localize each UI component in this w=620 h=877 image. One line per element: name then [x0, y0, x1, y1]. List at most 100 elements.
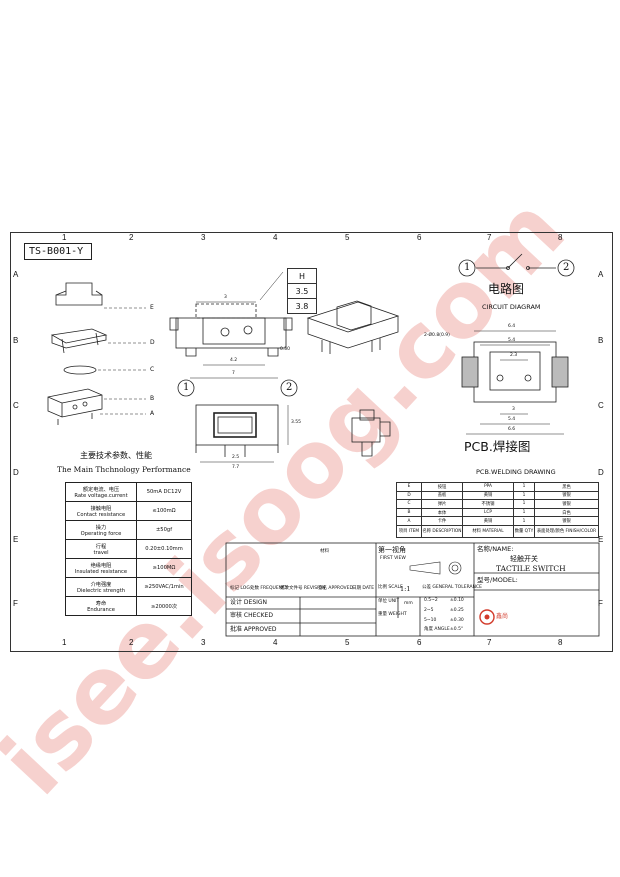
- title-block-frame: [225, 542, 600, 637]
- model-code-box: TS-B001-Y: [24, 243, 92, 260]
- pcb-title-cn: PCB.焊接图: [464, 439, 531, 454]
- company-logo: [479, 609, 495, 625]
- checked-label: 审核 CHECKED: [230, 612, 273, 619]
- circuit-pin-1: 1: [464, 262, 471, 273]
- bom-header: 项目 ITEM 名称 DESCRIPTION 材料 MATERIAL 数量 QT…: [396, 524, 599, 538]
- pcb-dim-66: 6.6: [508, 427, 516, 432]
- bom-finish: 黑色: [534, 482, 599, 492]
- dim-full-w: 7: [232, 371, 235, 376]
- bom-row: E 按钮 PPA 1 黑色: [396, 482, 599, 492]
- dim-top-w: 3: [224, 295, 227, 300]
- grid-row-e-r: E: [598, 535, 604, 544]
- tol-range-4: 角度 ANGLE: [424, 627, 450, 632]
- grid-col-8-b: 8: [558, 638, 563, 647]
- grid-row-d-r: D: [598, 468, 604, 477]
- model-code: TS-B001-Y: [29, 246, 84, 257]
- bom-item: B: [396, 507, 422, 518]
- grid-row-a: A: [13, 270, 19, 279]
- model-label: 型号/MODEL:: [477, 576, 518, 584]
- grid-col-1-b: 1: [62, 638, 67, 647]
- spec-value: 0.20±0.10mm: [136, 539, 192, 559]
- bom-row: B 本体 LCP 1 白色: [396, 507, 599, 518]
- grid-row-c: C: [13, 401, 19, 410]
- design-label: 设计 DESIGN: [230, 599, 268, 606]
- rev-header-log: 标记 LOG: [230, 586, 250, 591]
- logo-text: 鑫尚: [496, 613, 509, 620]
- pcb-dim-54b: 5.4: [508, 417, 516, 422]
- bom-item: D: [396, 490, 422, 501]
- pcb-dim-23: 2.3: [510, 353, 518, 358]
- rev-header-date: 日期 DATE: [352, 586, 375, 591]
- pcb-title-en: PCB.WELDING DRAWING: [476, 468, 556, 476]
- pcb-dim-64: 6.4: [508, 324, 516, 329]
- bom-material: 黄铜: [462, 516, 514, 526]
- grid-col-1: 1: [62, 233, 67, 242]
- rev-header-revision: 更改文件号 REVISION: [280, 586, 326, 591]
- callout-e: E: [150, 304, 154, 311]
- spec-value: ≥20000次: [136, 596, 192, 616]
- grid-col-7-b: 7: [487, 638, 492, 647]
- tol-range-2: 2~5: [424, 608, 434, 613]
- first-view-symbol: [409, 561, 462, 575]
- bom-row: A 卡件 黄铜 1 镀银: [396, 516, 599, 526]
- grid-col-8: 8: [558, 233, 563, 242]
- bom-qty: 1: [513, 499, 535, 509]
- bom-header-material: 材料 MATERIAL: [462, 524, 514, 538]
- grid-col-2: 2: [129, 233, 134, 242]
- top-view: [169, 271, 293, 379]
- bom-name: 卡件: [421, 516, 463, 526]
- bom-row: C 弹片 不锈钢 1 镀银: [396, 499, 599, 509]
- leader-lines: [98, 307, 146, 415]
- grid-col-7: 7: [487, 233, 492, 242]
- circuit-title-en: CIRCUIT DIAGRAM: [482, 303, 541, 311]
- bom-qty: 1: [513, 516, 535, 526]
- callout-c: C: [150, 366, 155, 373]
- bom-name: 弹片: [421, 499, 463, 509]
- bom-finish: 白色: [534, 507, 599, 518]
- specs-title-cn: 主要技术参数、性能: [80, 451, 152, 460]
- material-label: 材料: [320, 549, 329, 554]
- name-en: TACTILE SWITCH: [496, 564, 566, 573]
- tol-range-1: 0.5~2: [424, 598, 438, 603]
- bom-finish: 镀银: [534, 490, 599, 501]
- callout-a: A: [150, 410, 155, 417]
- front-view: [195, 404, 289, 463]
- height-value-2: 3.8: [287, 298, 317, 314]
- bom-row: D 盖板 黄铜 1 镀银: [396, 490, 599, 501]
- bom-header-finish: 表面处理/颜色 FINISH/COLOR: [534, 524, 599, 538]
- grid-col-4: 4: [273, 233, 278, 242]
- bom-material: 黄铜: [462, 490, 514, 501]
- first-view-en: FIRST VIEW: [380, 556, 406, 561]
- callout-d: D: [150, 339, 155, 346]
- tol-value-2: ±0.25: [450, 608, 464, 613]
- pcb-footprint: [461, 330, 569, 435]
- grid-row-b: B: [13, 336, 19, 345]
- bom-item: E: [396, 482, 422, 492]
- bom-material: LCP: [462, 507, 514, 518]
- grid-col-5: 5: [345, 233, 350, 242]
- spec-value: 50mA DC12V: [136, 482, 192, 502]
- grid-row-a-r: A: [598, 270, 604, 279]
- callout-b: B: [150, 395, 155, 402]
- dim-front-h: 3.55: [291, 420, 302, 425]
- rev-header-approved: 签名 APPROVED: [318, 586, 353, 591]
- tol-range-3: 5~10: [424, 618, 437, 623]
- dim-front-full: 7.7: [232, 465, 240, 470]
- side-view: [351, 409, 391, 457]
- bom-name: 按钮: [421, 482, 463, 492]
- dim-050: 0.50: [280, 347, 291, 352]
- rev-header-freq: 处数 FREQUENCY: [250, 586, 288, 591]
- bom-qty: 1: [513, 490, 535, 501]
- grid-row-f-r: F: [598, 599, 603, 608]
- specs-title-en: The Main Thchnology Performance: [57, 465, 191, 474]
- tol-value-3: ±0.30: [450, 618, 464, 623]
- circuit-diagram-lines: [476, 253, 556, 270]
